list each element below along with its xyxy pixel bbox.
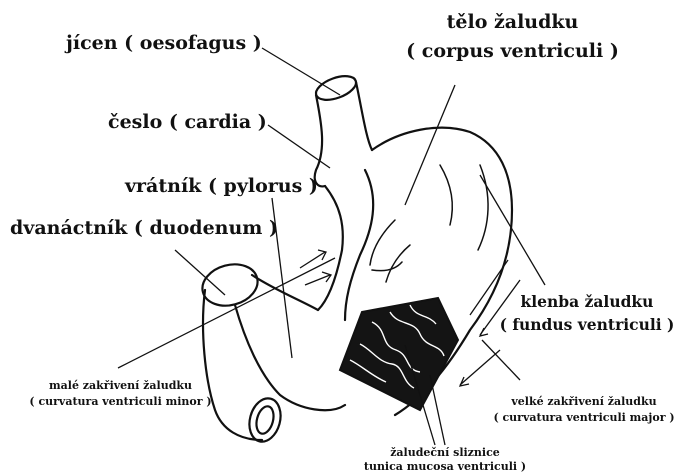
duodenum-shape bbox=[198, 258, 345, 445]
label-jicen: jícen ( oesofagus ) bbox=[66, 33, 262, 54]
label-telo-line1: tělo žaludku bbox=[405, 12, 620, 33]
label-klenba-line1: klenba žaludku bbox=[497, 293, 677, 310]
label-velke-zakriveni: velké zakřivení žaludku ( curvatura vent… bbox=[478, 396, 690, 424]
label-klenba-line2: ( fundus ventriculi ) bbox=[497, 316, 677, 333]
mucosa-cutaway bbox=[340, 298, 458, 410]
fold-marks bbox=[370, 165, 488, 282]
label-dvanactnik: dvanáctník ( duodenum ) bbox=[10, 218, 278, 239]
label-sliznice-line2: tunica mucosa ventriculi ) bbox=[330, 461, 560, 473]
label-ceslo: česlo ( cardia ) bbox=[108, 112, 267, 133]
label-male-line1: malé zakřivení žaludku bbox=[18, 380, 223, 392]
label-telo: tělo žaludku ( corpus ventriculi ) bbox=[405, 12, 620, 62]
telo-pointer bbox=[405, 85, 455, 205]
label-klenba: klenba žaludku ( fundus ventriculi ) bbox=[497, 293, 677, 333]
dvanactnik-pointer bbox=[175, 250, 225, 295]
label-male-line2: ( curvatura ventriculi minor ) bbox=[18, 396, 223, 408]
male-pointer bbox=[118, 258, 335, 368]
klenba-pointer bbox=[480, 175, 545, 285]
label-sliznice-line1: žaludeční sliznice bbox=[330, 447, 560, 459]
label-male-zakriveni: malé zakřivení žaludku ( curvatura ventr… bbox=[18, 380, 223, 408]
oesophagus-shape bbox=[313, 71, 372, 186]
label-vratnik: vrátník ( pylorus ) bbox=[125, 176, 318, 197]
label-velke-line2: ( curvatura ventriculi major ) bbox=[478, 412, 690, 424]
label-sliznice: žaludeční sliznice tunica mucosa ventric… bbox=[330, 447, 560, 473]
label-telo-line2: ( corpus ventriculi ) bbox=[405, 41, 620, 62]
label-velke-line1: velké zakřivení žaludku bbox=[478, 396, 690, 408]
jicen-pointer bbox=[262, 48, 340, 95]
